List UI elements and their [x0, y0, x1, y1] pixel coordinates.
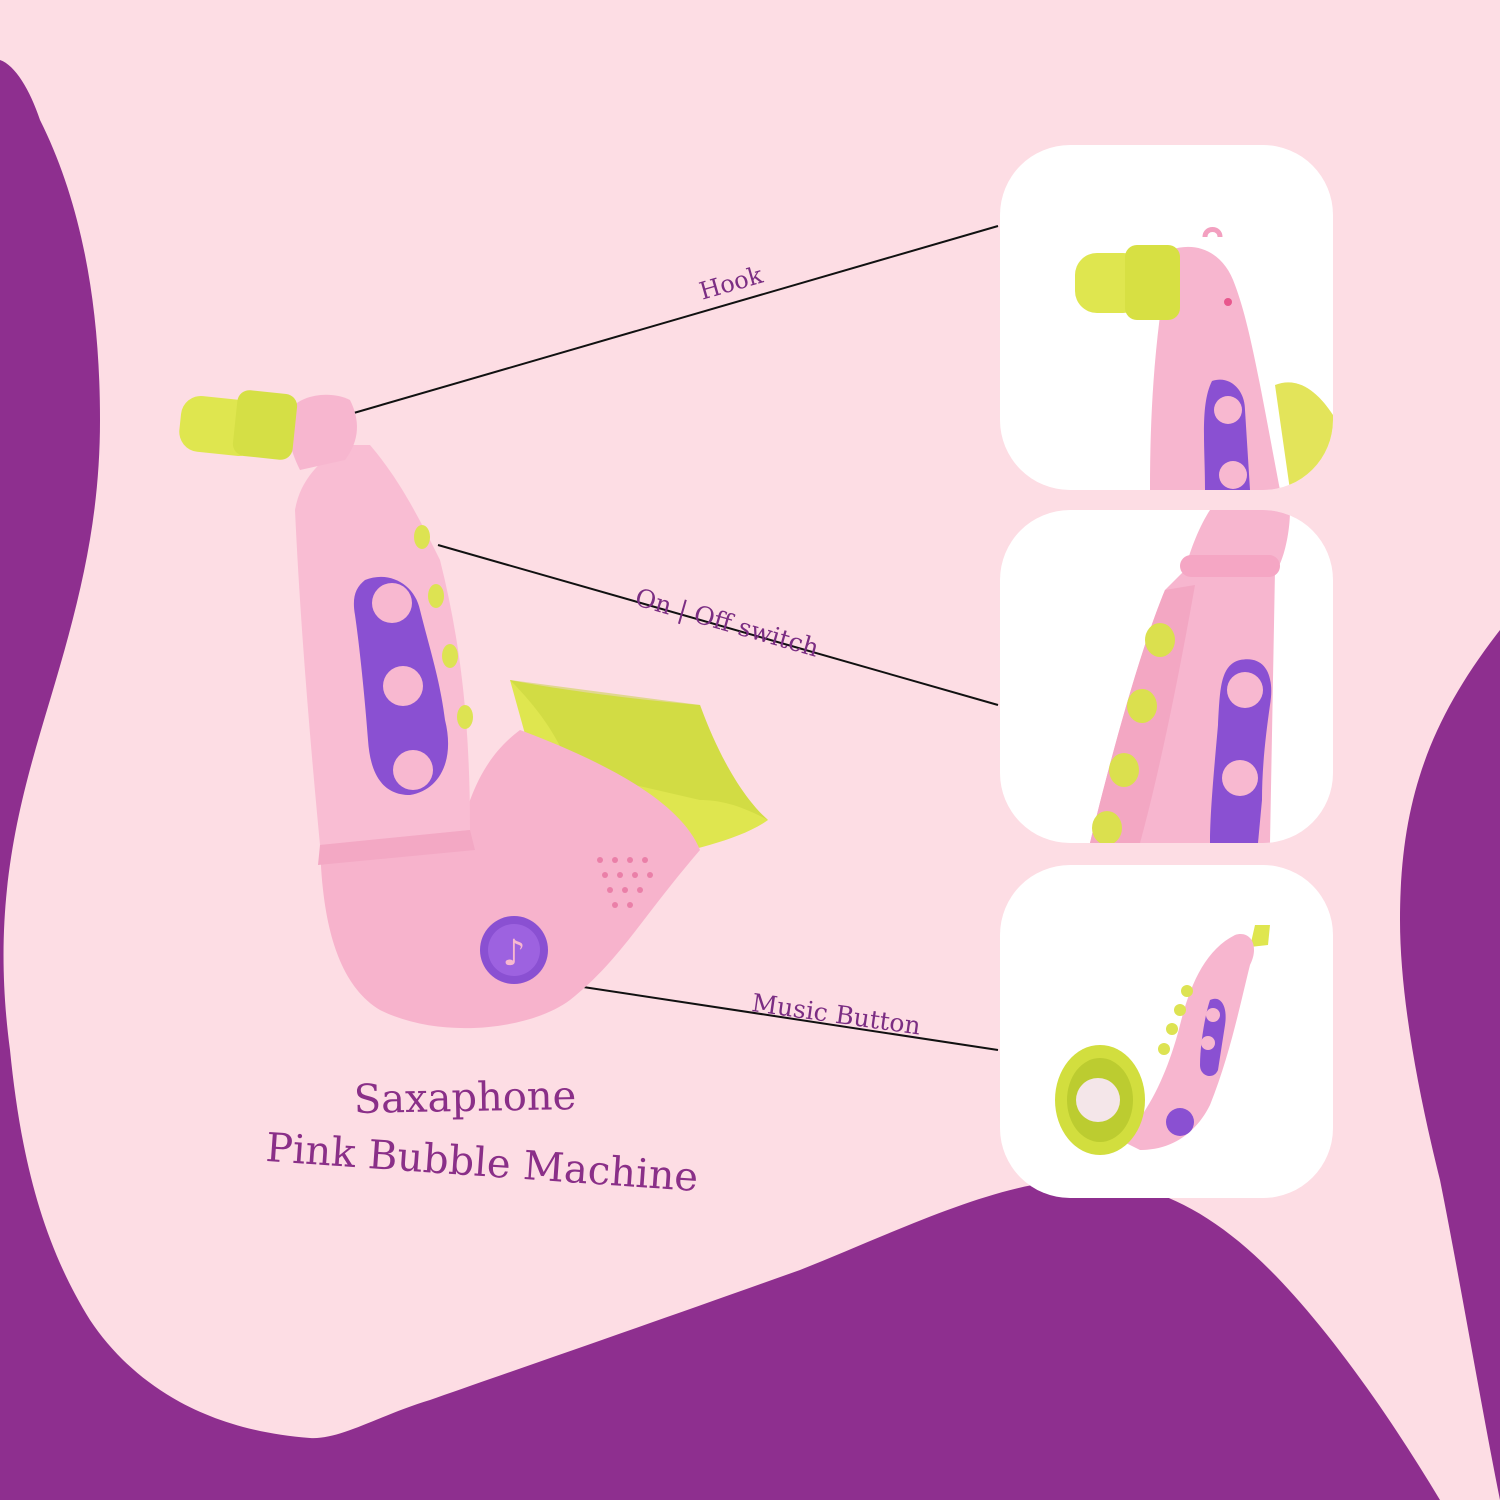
switch-closeup-image — [1090, 510, 1290, 843]
hook-closeup-panel — [1000, 145, 1333, 490]
hook-closeup-image — [1075, 227, 1333, 490]
product-title-line1: Saxaphone — [353, 1073, 577, 1123]
full-view-image — [1055, 925, 1270, 1155]
full-view-panel — [1000, 865, 1333, 1198]
switch-closeup-panel — [1000, 510, 1333, 843]
